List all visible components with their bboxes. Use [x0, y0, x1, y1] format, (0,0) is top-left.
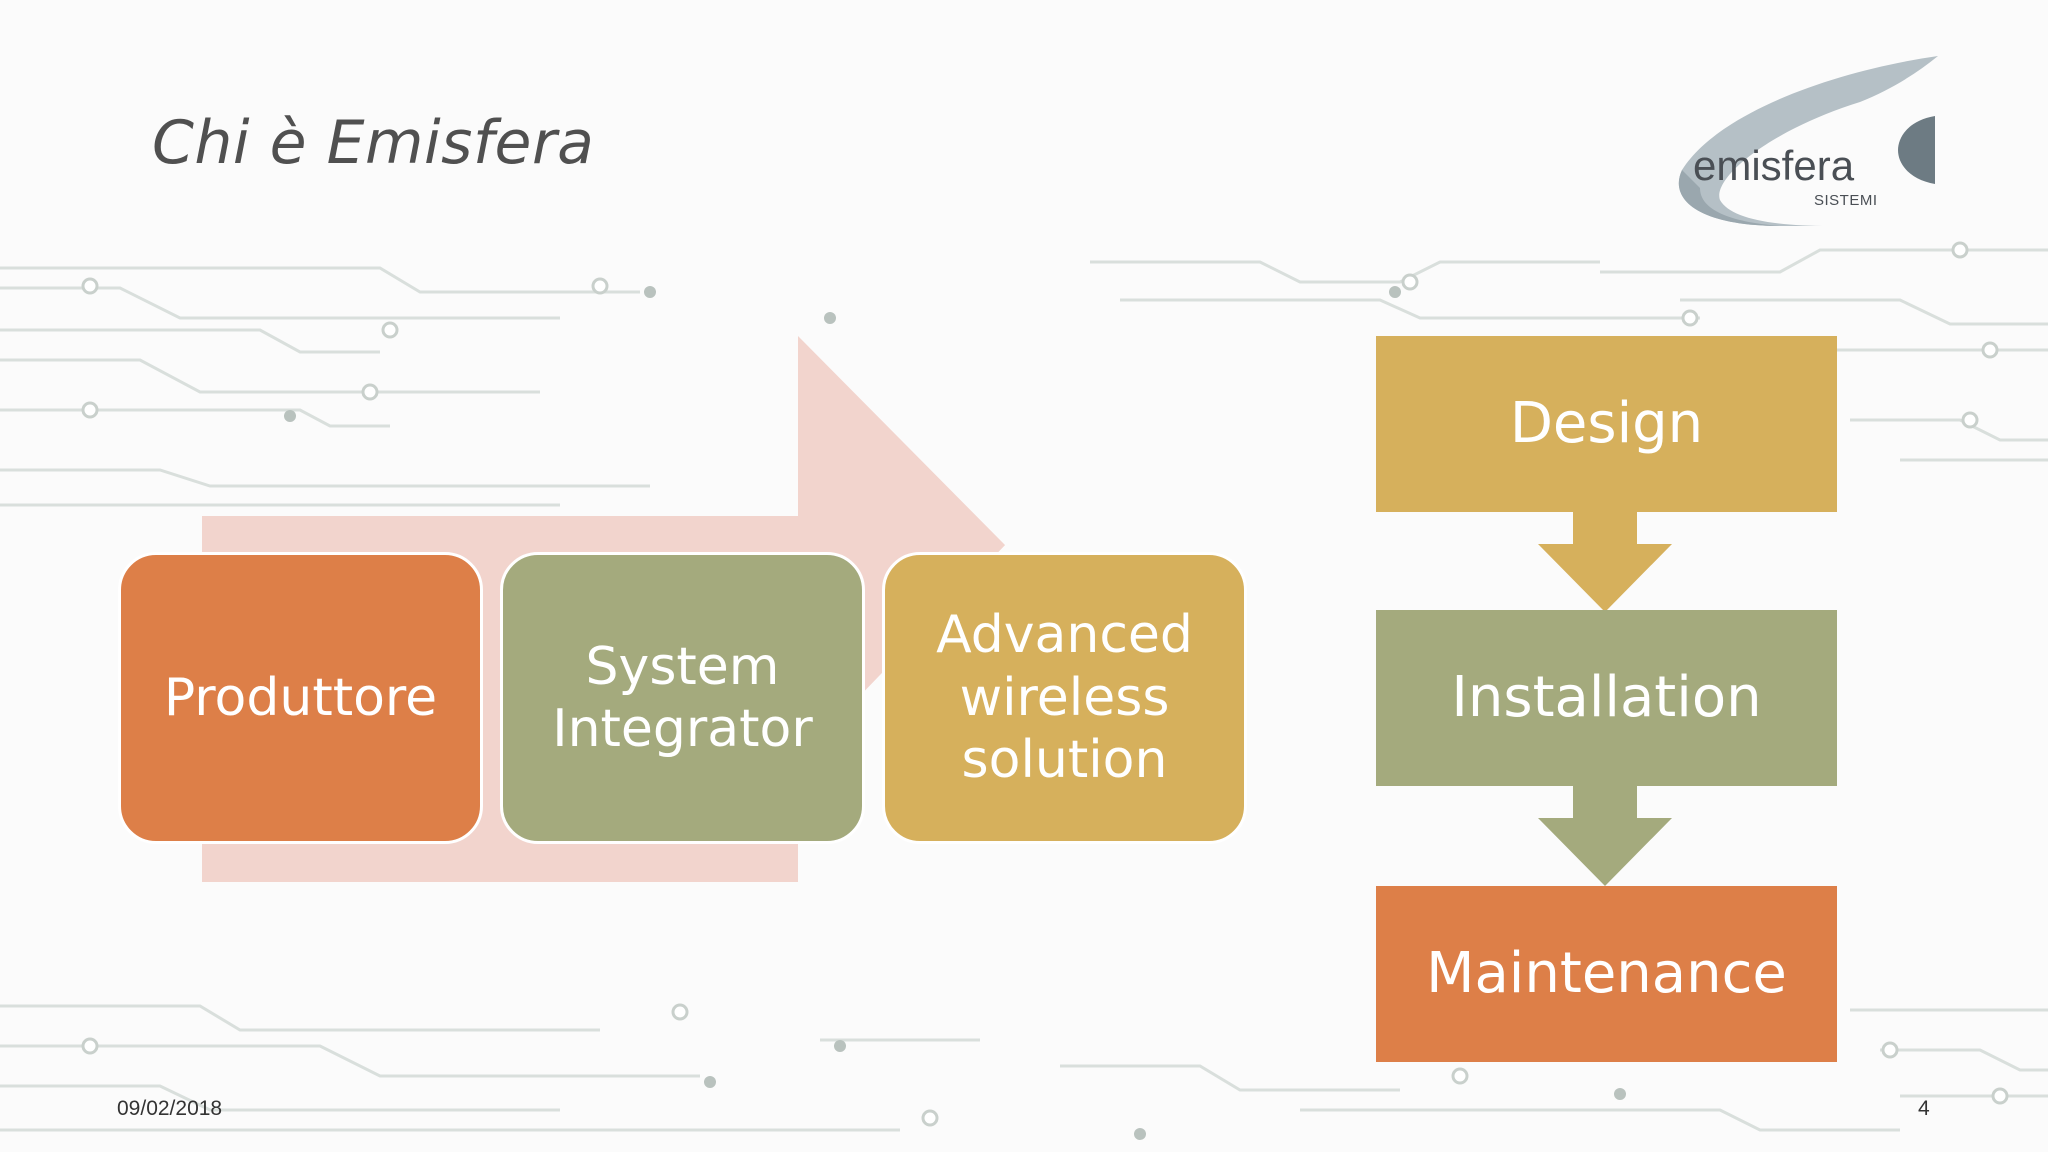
step-label: Produttore	[163, 667, 438, 728]
logo-name: emisfera	[1693, 142, 1855, 189]
step-produttore: Produttore	[118, 552, 483, 844]
step-advanced-wireless-solution: Advanced wireless solution	[882, 552, 1247, 844]
slide-date: 09/02/2018	[117, 1097, 223, 1120]
logo-subtitle: SISTEMI	[1814, 192, 1878, 209]
step-label: Installation	[1451, 665, 1762, 731]
step-label: Advanced wireless solution	[936, 605, 1193, 791]
slide-page-number: 4	[1918, 1097, 1930, 1120]
step-system-integrator: System Integrator	[500, 552, 865, 844]
arrow-design-to-installation	[1538, 512, 1672, 612]
step-maintenance: Maintenance	[1376, 886, 1837, 1062]
step-design: Design	[1376, 336, 1837, 512]
step-label: Design	[1509, 391, 1704, 457]
step-installation: Installation	[1376, 610, 1837, 786]
arrow-installation-to-maintenance	[1538, 786, 1672, 886]
emisfera-logo	[1678, 56, 1938, 226]
slide-title: Chi è Emisfera	[152, 108, 595, 178]
step-label: System Integrator	[552, 636, 813, 759]
step-label: Maintenance	[1426, 941, 1787, 1007]
